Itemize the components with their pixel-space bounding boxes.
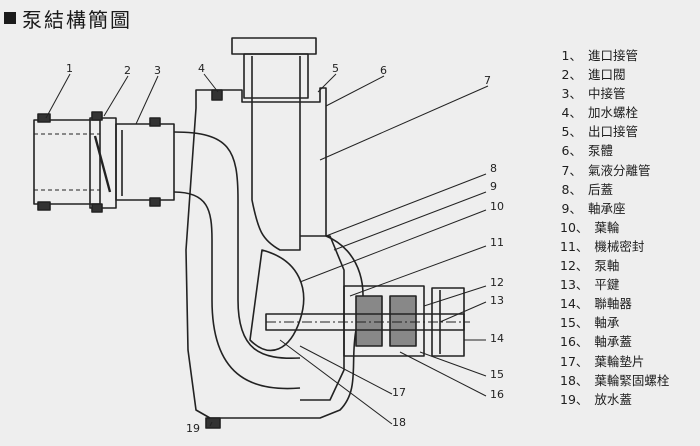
outlet-pipe (231, 37, 317, 99)
title-marker (4, 12, 16, 24)
callout-12: 12 (490, 276, 504, 289)
legend-label: 聯軸器 (594, 296, 632, 312)
legend-label: 進口接管 (588, 48, 639, 63)
legend-item: 14、聯軸器 (560, 294, 698, 313)
callout-13: 13 (490, 294, 504, 307)
legend-item: 8、后蓋 (560, 180, 698, 199)
legend-item: 6、泵體 (560, 141, 698, 160)
legend-label: 中接管 (588, 86, 626, 102)
legend-label: 葉輪墊片 (594, 353, 645, 369)
inlet-valve (89, 111, 117, 213)
callout-17: 17 (392, 386, 406, 399)
legend-label: 放水蓋 (594, 391, 632, 407)
legend-number: 15、 (560, 315, 589, 331)
page-title: 泵結構簡圖 (22, 7, 132, 32)
suction-elbow (173, 131, 301, 390)
legend-label: 進口閥 (588, 67, 626, 83)
legend-number: 14、 (560, 296, 589, 312)
legend-item: 2、進口閥 (560, 65, 698, 84)
legend-number: 18、 (560, 372, 589, 388)
title-row: 泵結構簡圖 (4, 4, 132, 32)
legend-item: 13、平鍵 (560, 275, 698, 294)
callout-6: 6 (380, 64, 387, 77)
separation-tube (251, 98, 301, 251)
middle-pipe (115, 117, 175, 207)
callout-10: 10 (490, 200, 504, 213)
legend-item: 19、放水蓋 (560, 390, 698, 409)
legend-item: 4、加水螺栓 (560, 103, 698, 122)
callout-labels: 1 2 3 4 5 6 7 8 9 10 11 12 13 14 15 16 1… (66, 62, 504, 435)
impeller (249, 249, 305, 352)
legend-number: 8、 (561, 181, 582, 197)
legend-item: 7、氣液分離管 (560, 161, 698, 180)
legend-label: 軸承座 (588, 200, 626, 216)
callout-8: 8 (490, 162, 497, 175)
legend-number: 16、 (560, 334, 589, 350)
legend-number: 11、 (560, 238, 589, 254)
legend-label: 泵體 (588, 143, 614, 159)
callout-11: 11 (490, 236, 504, 249)
legend-item: 5、出口接管 (560, 122, 698, 141)
legend-item: 11、機械密封 (560, 237, 698, 256)
legend-label: 葉輪緊固螺栓 (594, 372, 670, 388)
coupling (431, 287, 465, 357)
legend-label: 氣液分離管 (588, 162, 651, 178)
callout-3: 3 (154, 64, 161, 77)
legend-label: 軸承蓋 (594, 334, 632, 350)
legend-label: 平鍵 (594, 277, 620, 293)
inlet-pipe (33, 113, 101, 211)
legend-item: 3、中接管 (560, 84, 698, 103)
legend-number: 5、 (561, 124, 582, 140)
callout-9: 9 (490, 180, 497, 193)
legend-item: 1、進口接管 (560, 46, 698, 65)
legend-number: 13、 (560, 277, 589, 293)
legend-item: 17、葉輪墊片 (560, 352, 698, 371)
legend-label: 泵軸 (594, 258, 620, 274)
legend-item: 18、葉輪緊固螺栓 (560, 371, 698, 390)
legend-label: 葉輪 (594, 219, 620, 235)
leader-lines (45, 73, 489, 427)
legend-number: 4、 (561, 105, 582, 121)
callout-19: 19 (186, 422, 200, 435)
bearing-housing (343, 285, 425, 357)
legend-label: 機械密封 (594, 238, 645, 254)
callout-15: 15 (490, 368, 504, 381)
callout-16: 16 (490, 388, 504, 401)
legend-number: 2、 (561, 67, 582, 83)
callout-4: 4 (198, 62, 205, 75)
legend-number: 17、 (560, 353, 589, 369)
callout-14: 14 (490, 332, 504, 345)
callout-1: 1 (66, 62, 73, 75)
legend-item: 15、軸承 (560, 313, 698, 332)
legend-number: 6、 (561, 143, 582, 159)
legend-label: 出口接管 (588, 124, 639, 140)
legend-item: 10、葉輪 (560, 218, 698, 237)
back-cover (300, 235, 345, 401)
drain-plug (205, 417, 221, 429)
legend-number: 3、 (561, 86, 582, 102)
legend-item: 12、泵軸 (560, 256, 698, 275)
legend-item: 9、軸承座 (560, 199, 698, 218)
legend-label: 軸承 (594, 315, 620, 331)
legend-number: 1、 (561, 48, 582, 63)
legend-number: 12、 (560, 258, 589, 274)
callout-18: 18 (392, 416, 406, 429)
callout-5: 5 (332, 62, 339, 75)
callout-7: 7 (484, 74, 491, 87)
legend-number: 10、 (560, 219, 589, 235)
legend-number: 9、 (561, 200, 582, 216)
legend-number: 7、 (561, 162, 582, 178)
legend-label: 加水螺栓 (588, 105, 639, 121)
legend-number: 19、 (560, 391, 589, 407)
callout-2: 2 (124, 64, 131, 77)
legend-item: 16、軸承蓋 (560, 332, 698, 351)
legend-label: 后蓋 (588, 181, 614, 197)
